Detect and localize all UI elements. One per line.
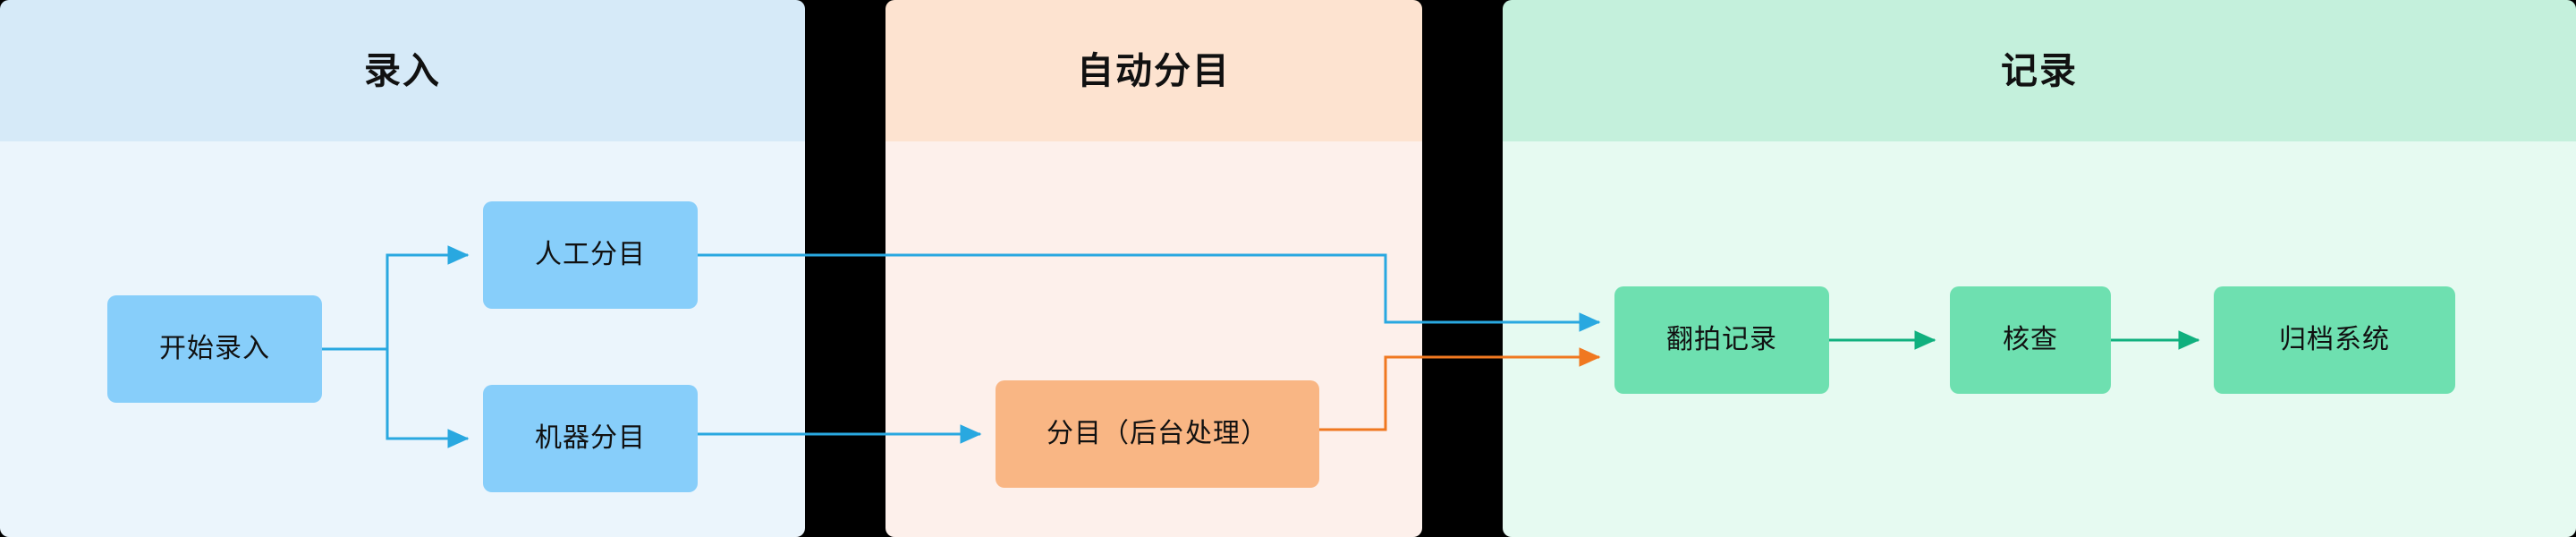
node-rephoto-record-label: 翻拍记录 (1666, 324, 1777, 354)
node-background-classify[interactable]: 分目（后台处理） (996, 380, 1319, 488)
node-machine-classify-label: 机器分目 (535, 422, 646, 453)
node-start-entry[interactable]: 开始录入 (107, 295, 322, 403)
swimlane-record-title: 记录 (2001, 49, 2078, 91)
swimlane-auto-classify-title: 自动分目 (1077, 49, 1231, 91)
node-verification-label: 核查 (2003, 324, 2058, 354)
swimlane-record-header: 记录 (1503, 0, 2576, 141)
node-background-classify-label: 分目（后台处理） (1046, 418, 1268, 448)
swimlane-auto-classify-header: 自动分目 (886, 0, 1422, 141)
node-archive-system-label: 归档系统 (2279, 324, 2390, 354)
swimlane-auto-classify: 自动分目 (886, 0, 1422, 537)
node-archive-system[interactable]: 归档系统 (2214, 286, 2455, 394)
node-verification[interactable]: 核查 (1950, 286, 2111, 394)
node-manual-classify[interactable]: 人工分目 (483, 201, 698, 309)
swimlane-record: 记录 (1503, 0, 2576, 537)
swimlane-entry-header: 录入 (0, 0, 805, 141)
node-manual-classify-label: 人工分目 (535, 239, 646, 269)
node-rephoto-record[interactable]: 翻拍记录 (1614, 286, 1829, 394)
node-machine-classify[interactable]: 机器分目 (483, 385, 698, 492)
swimlane-entry-title: 录入 (364, 49, 441, 91)
node-start-entry-label: 开始录入 (159, 333, 270, 363)
